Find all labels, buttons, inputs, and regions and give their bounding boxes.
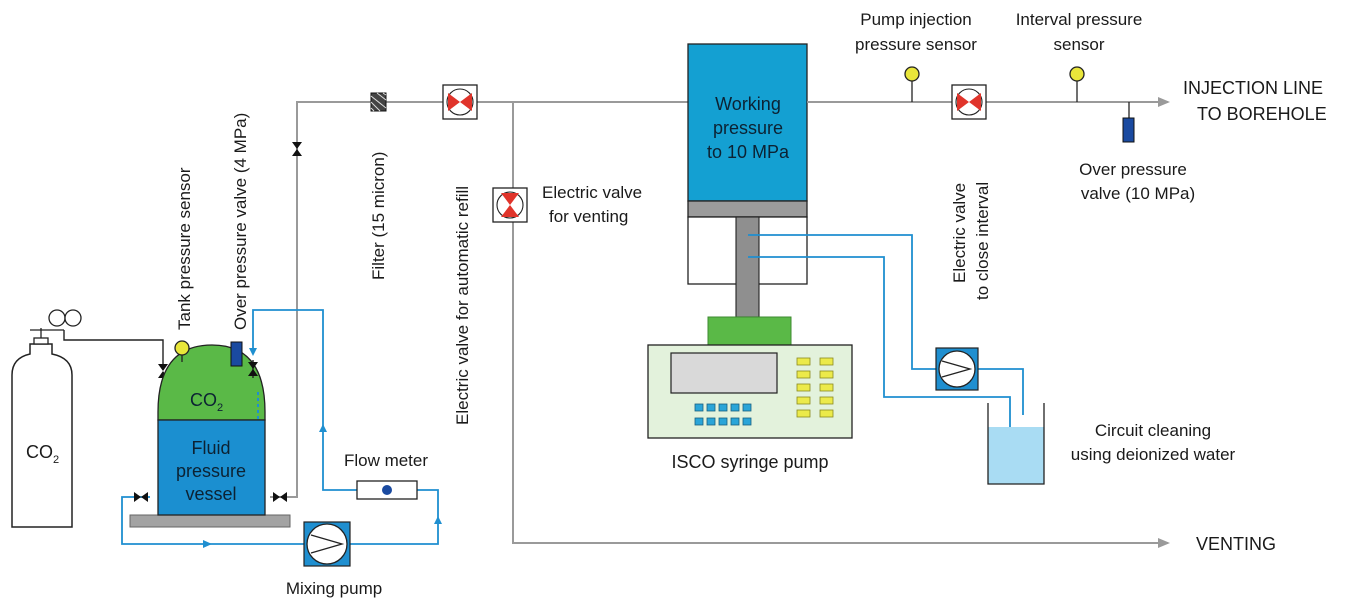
over-pressure-valve-4mpa-label: Over pressure valve (4 MPa) — [231, 113, 250, 330]
pump-injection-pressure-sensor — [904, 66, 920, 102]
electric-valve-venting-label-2: for venting — [549, 207, 628, 226]
vessel-label-line3: vessel — [185, 484, 236, 504]
tank-pressure-sensor — [174, 340, 190, 362]
circuit-cleaning-label-1: Circuit cleaning — [1095, 421, 1211, 440]
valve-icon — [292, 142, 302, 156]
cleaning-line-out — [748, 256, 1011, 466]
interval-sensor-label-1: Interval pressure — [1016, 10, 1143, 29]
tank-pressure-sensor-label: Tank pressure sensor — [175, 167, 194, 330]
electric-valve-refill-label: Electric valve for automatic refill — [453, 186, 472, 425]
vessel-label-line2: pressure — [176, 461, 246, 481]
co2-cylinder: CO2 — [11, 309, 82, 528]
isco-pump-label: ISCO syringe pump — [671, 452, 828, 472]
interval-pressure-sensor — [1069, 66, 1085, 102]
working-pressure-line2: pressure — [713, 118, 783, 138]
vessel-label-line1: Fluid — [191, 438, 230, 458]
valve-icon — [248, 362, 258, 376]
electric-valve-close-label-1: Electric valve — [950, 183, 969, 283]
filter-label: Filter (15 micron) — [369, 152, 388, 280]
pump-injection-sensor-label-1: Pump injection — [860, 10, 972, 29]
electric-valve-refill — [442, 84, 478, 120]
over-pressure-valve-10mpa-label-2: valve (10 MPa) — [1081, 184, 1195, 203]
over-pressure-valve-4mpa — [230, 341, 243, 367]
mixing-return-line — [252, 309, 357, 491]
valve-icon — [273, 492, 287, 502]
injection-line-label-1: INJECTION LINE — [1183, 78, 1323, 98]
co2-supply-line — [63, 330, 164, 370]
electric-valve-close-label-2: to close interval — [973, 182, 992, 300]
vessel-gas-label: CO2 — [190, 390, 223, 414]
valve-icon — [134, 492, 148, 502]
regulator-gauge-icon — [48, 309, 82, 327]
over-pressure-valve-10mpa — [1122, 102, 1135, 143]
isco-syringe-pump: Working pressure to 10 MPa — [647, 43, 853, 439]
cleaning-pump-icon — [935, 347, 979, 391]
venting-label: VENTING — [1196, 534, 1276, 554]
deionized-water-beaker — [987, 403, 1045, 485]
keypad-yellow-icon — [796, 357, 834, 418]
electric-valve-close-interval — [951, 84, 987, 120]
keypad-blue-icon — [694, 403, 752, 426]
working-pressure-line1: Working — [715, 94, 781, 114]
venting-line — [512, 102, 1170, 548]
electric-valve-venting — [492, 187, 528, 223]
gas-line-to-pump — [270, 101, 513, 498]
fluid-pressure-vessel: CO2 Fluid pressure vessel — [129, 344, 291, 528]
cleaning-line-in — [748, 234, 936, 370]
circuit-cleaning-label-2: using deionized water — [1071, 445, 1236, 464]
flow-meter-label: Flow meter — [344, 451, 428, 470]
interval-sensor-label-2: sensor — [1053, 35, 1104, 54]
injection-line-label-2: TO BOREHOLE — [1197, 104, 1327, 124]
mixing-pump-label: Mixing pump — [286, 579, 382, 598]
co2-cylinder-label: CO2 — [26, 442, 59, 466]
over-pressure-valve-10mpa-label-1: Over pressure — [1079, 160, 1187, 179]
electric-valve-venting-label-1: Electric valve — [542, 183, 642, 202]
pump-injection-sensor-label-2: pressure sensor — [855, 35, 977, 54]
filter-icon — [370, 92, 387, 112]
mixing-pump-icon — [303, 521, 351, 567]
working-pressure-line3: to 10 MPa — [707, 142, 790, 162]
flow-meter — [356, 480, 418, 500]
